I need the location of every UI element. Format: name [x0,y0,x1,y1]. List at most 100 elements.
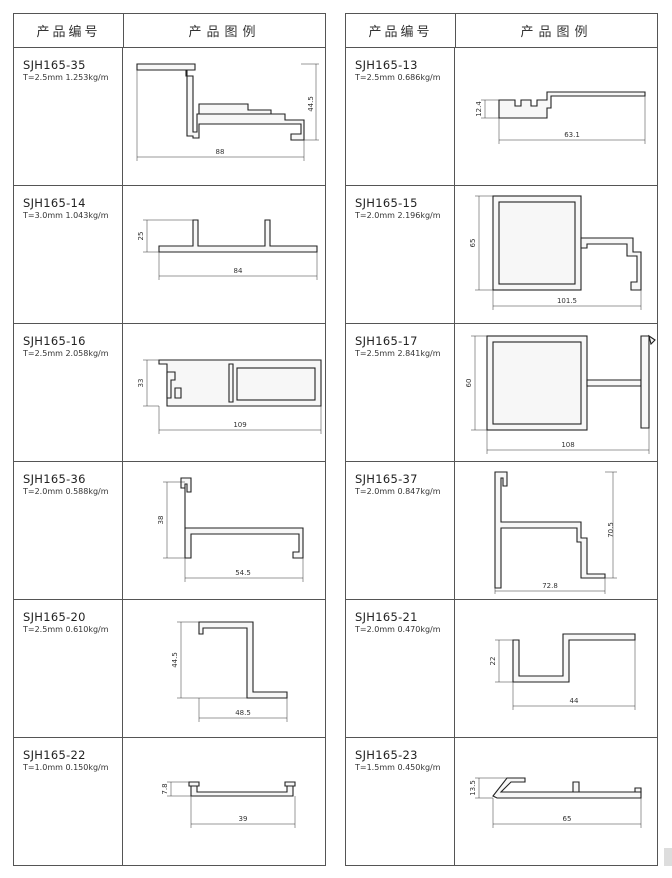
product-spec: T=2.0mm 0.847kg/m [355,487,441,496]
profile-drawing: 13.5 65 [469,777,642,828]
product-code: SJH165-13 [355,58,418,72]
profile-drawing: 44.5 48.5 [171,621,288,722]
header-product-code: 产品编号 [346,14,456,47]
product-row: SJH165-13 T=2.5mm 0.686kg/m 12.4 63.1 [346,48,657,186]
product-code: SJH165-14 [23,196,86,210]
profile-drawing: 12.4 63.1 [475,91,646,144]
dim-width: 88 [216,148,225,156]
profile-drawing: 70.5 72.8 [494,471,617,594]
profile-drawing: 65 101.5 [469,195,642,310]
dim-width: 65 [563,815,572,823]
product-figure-cell: 7.8 39 [123,738,325,865]
product-spec: T=2.5mm 1.253kg/m [23,73,109,82]
dim-width: 44 [570,697,579,705]
product-row: SJH165-22 T=1.0mm 0.150kg/m 7.8 39 [14,738,325,865]
product-code: SJH165-36 [23,472,86,486]
product-figure-cell: 44.5 48.5 [123,600,325,737]
product-code-cell: SJH165-22 T=1.0mm 0.150kg/m [14,738,123,865]
product-row: SJH165-16 T=2.5mm 2.058kg/m 33 109 [14,324,325,462]
product-row: SJH165-17 T=2.5mm 2.841kg/m 60 108 [346,324,657,462]
profile-drawing: 60 108 [465,334,656,454]
product-figure-cell: 65 101.5 [455,186,657,323]
dim-height: 38 [157,516,165,525]
dim-height: 13.5 [469,780,477,796]
product-spec: T=1.5mm 0.450kg/m [355,763,441,772]
dim-height: 70.5 [607,522,615,538]
dim-width: 108 [561,441,574,449]
product-code-cell: SJH165-21 T=2.0mm 0.470kg/m [346,600,455,737]
left-product-table: 产品编号 产品图例 SJH165-35 T=2.5mm 1.253kg/m 88… [13,13,326,866]
dim-height: 44.5 [307,96,315,112]
product-code-cell: SJH165-23 T=1.5mm 0.450kg/m [346,738,455,865]
product-figure-cell: 88 44.5 [123,48,325,185]
dim-width: 48.5 [235,709,251,717]
product-row: SJH165-14 T=3.0mm 1.043kg/m 25 84 [14,186,325,324]
right-product-table: 产品编号 产品图例 SJH165-13 T=2.5mm 0.686kg/m 12… [345,13,658,866]
product-figure-cell: 13.5 65 [455,738,657,865]
dim-width: 101.5 [557,297,577,305]
product-spec: T=2.0mm 0.588kg/m [23,487,109,496]
table-header: 产品编号 产品图例 [346,14,657,48]
dim-height: 44.5 [171,652,179,668]
dim-height: 65 [469,239,477,248]
product-figure-cell: 70.5 72.8 [455,462,657,599]
profile-drawing: 7.8 39 [161,781,296,828]
dim-height: 7.8 [161,783,169,794]
header-product-figure: 产品图例 [188,25,261,40]
product-figure-cell: 25 84 [123,186,325,323]
product-code: SJH165-23 [355,748,418,762]
dim-width: 63.1 [564,131,580,139]
dim-width: 39 [239,815,248,823]
dim-height: 12.4 [475,101,483,117]
product-row: SJH165-36 T=2.0mm 0.588kg/m 38 54.5 [14,462,325,600]
product-spec: T=2.5mm 0.686kg/m [355,73,441,82]
product-spec: T=2.0mm 0.470kg/m [355,625,441,634]
product-row: SJH165-23 T=1.5mm 0.450kg/m 13.5 65 [346,738,657,865]
product-spec: T=2.5mm 2.058kg/m [23,349,109,358]
profile-drawing: 25 84 [137,219,318,280]
profile-drawing: 22 44 [489,633,636,710]
product-code: SJH165-22 [23,748,86,762]
profile-drawing: 33 109 [137,359,322,434]
dim-width: 84 [234,267,243,275]
product-row: SJH165-37 T=2.0mm 0.847kg/m 70.5 72.8 [346,462,657,600]
product-code-cell: SJH165-13 T=2.5mm 0.686kg/m [346,48,455,185]
product-figure-cell: 38 54.5 [123,462,325,599]
product-spec: T=2.0mm 2.196kg/m [355,211,441,220]
product-code-cell: SJH165-16 T=2.5mm 2.058kg/m [14,324,123,461]
product-figure-cell: 12.4 63.1 [455,48,657,185]
product-figure-cell: 33 109 [123,324,325,461]
dim-height: 60 [465,379,473,388]
product-code-cell: SJH165-15 T=2.0mm 2.196kg/m [346,186,455,323]
product-spec: T=2.5mm 0.610kg/m [23,625,109,634]
product-spec: T=2.5mm 2.841kg/m [355,349,441,358]
dim-height: 22 [489,657,497,666]
product-spec: T=1.0mm 0.150kg/m [23,763,109,772]
product-code: SJH165-17 [355,334,418,348]
profile-drawing: 88 44.5 [136,63,319,161]
product-row: SJH165-20 T=2.5mm 0.610kg/m 44.5 48.5 [14,600,325,738]
product-code-cell: SJH165-35 T=2.5mm 1.253kg/m [14,48,123,185]
dim-width: 54.5 [235,569,251,577]
product-row: SJH165-21 T=2.0mm 0.470kg/m 22 44 [346,600,657,738]
page-edge-marker [664,848,672,866]
product-code-cell: SJH165-36 T=2.0mm 0.588kg/m [14,462,123,599]
dim-width: 109 [233,421,246,429]
product-code: SJH165-35 [23,58,86,72]
product-code: SJH165-15 [355,196,418,210]
product-row: SJH165-35 T=2.5mm 1.253kg/m 88 44.5 [14,48,325,186]
product-code-cell: SJH165-14 T=3.0mm 1.043kg/m [14,186,123,323]
dim-height: 25 [137,232,145,241]
product-code-cell: SJH165-20 T=2.5mm 0.610kg/m [14,600,123,737]
product-spec: T=3.0mm 1.043kg/m [23,211,109,220]
product-code: SJH165-16 [23,334,86,348]
table-header: 产品编号 产品图例 [14,14,325,48]
product-figure-cell: 60 108 [455,324,657,461]
product-code-cell: SJH165-37 T=2.0mm 0.847kg/m [346,462,455,599]
product-code-cell: SJH165-17 T=2.5mm 2.841kg/m [346,324,455,461]
product-code: SJH165-37 [355,472,418,486]
header-product-figure: 产品图例 [520,25,593,40]
product-figure-cell: 22 44 [455,600,657,737]
header-product-code: 产品编号 [14,14,124,47]
product-code: SJH165-21 [355,610,418,624]
